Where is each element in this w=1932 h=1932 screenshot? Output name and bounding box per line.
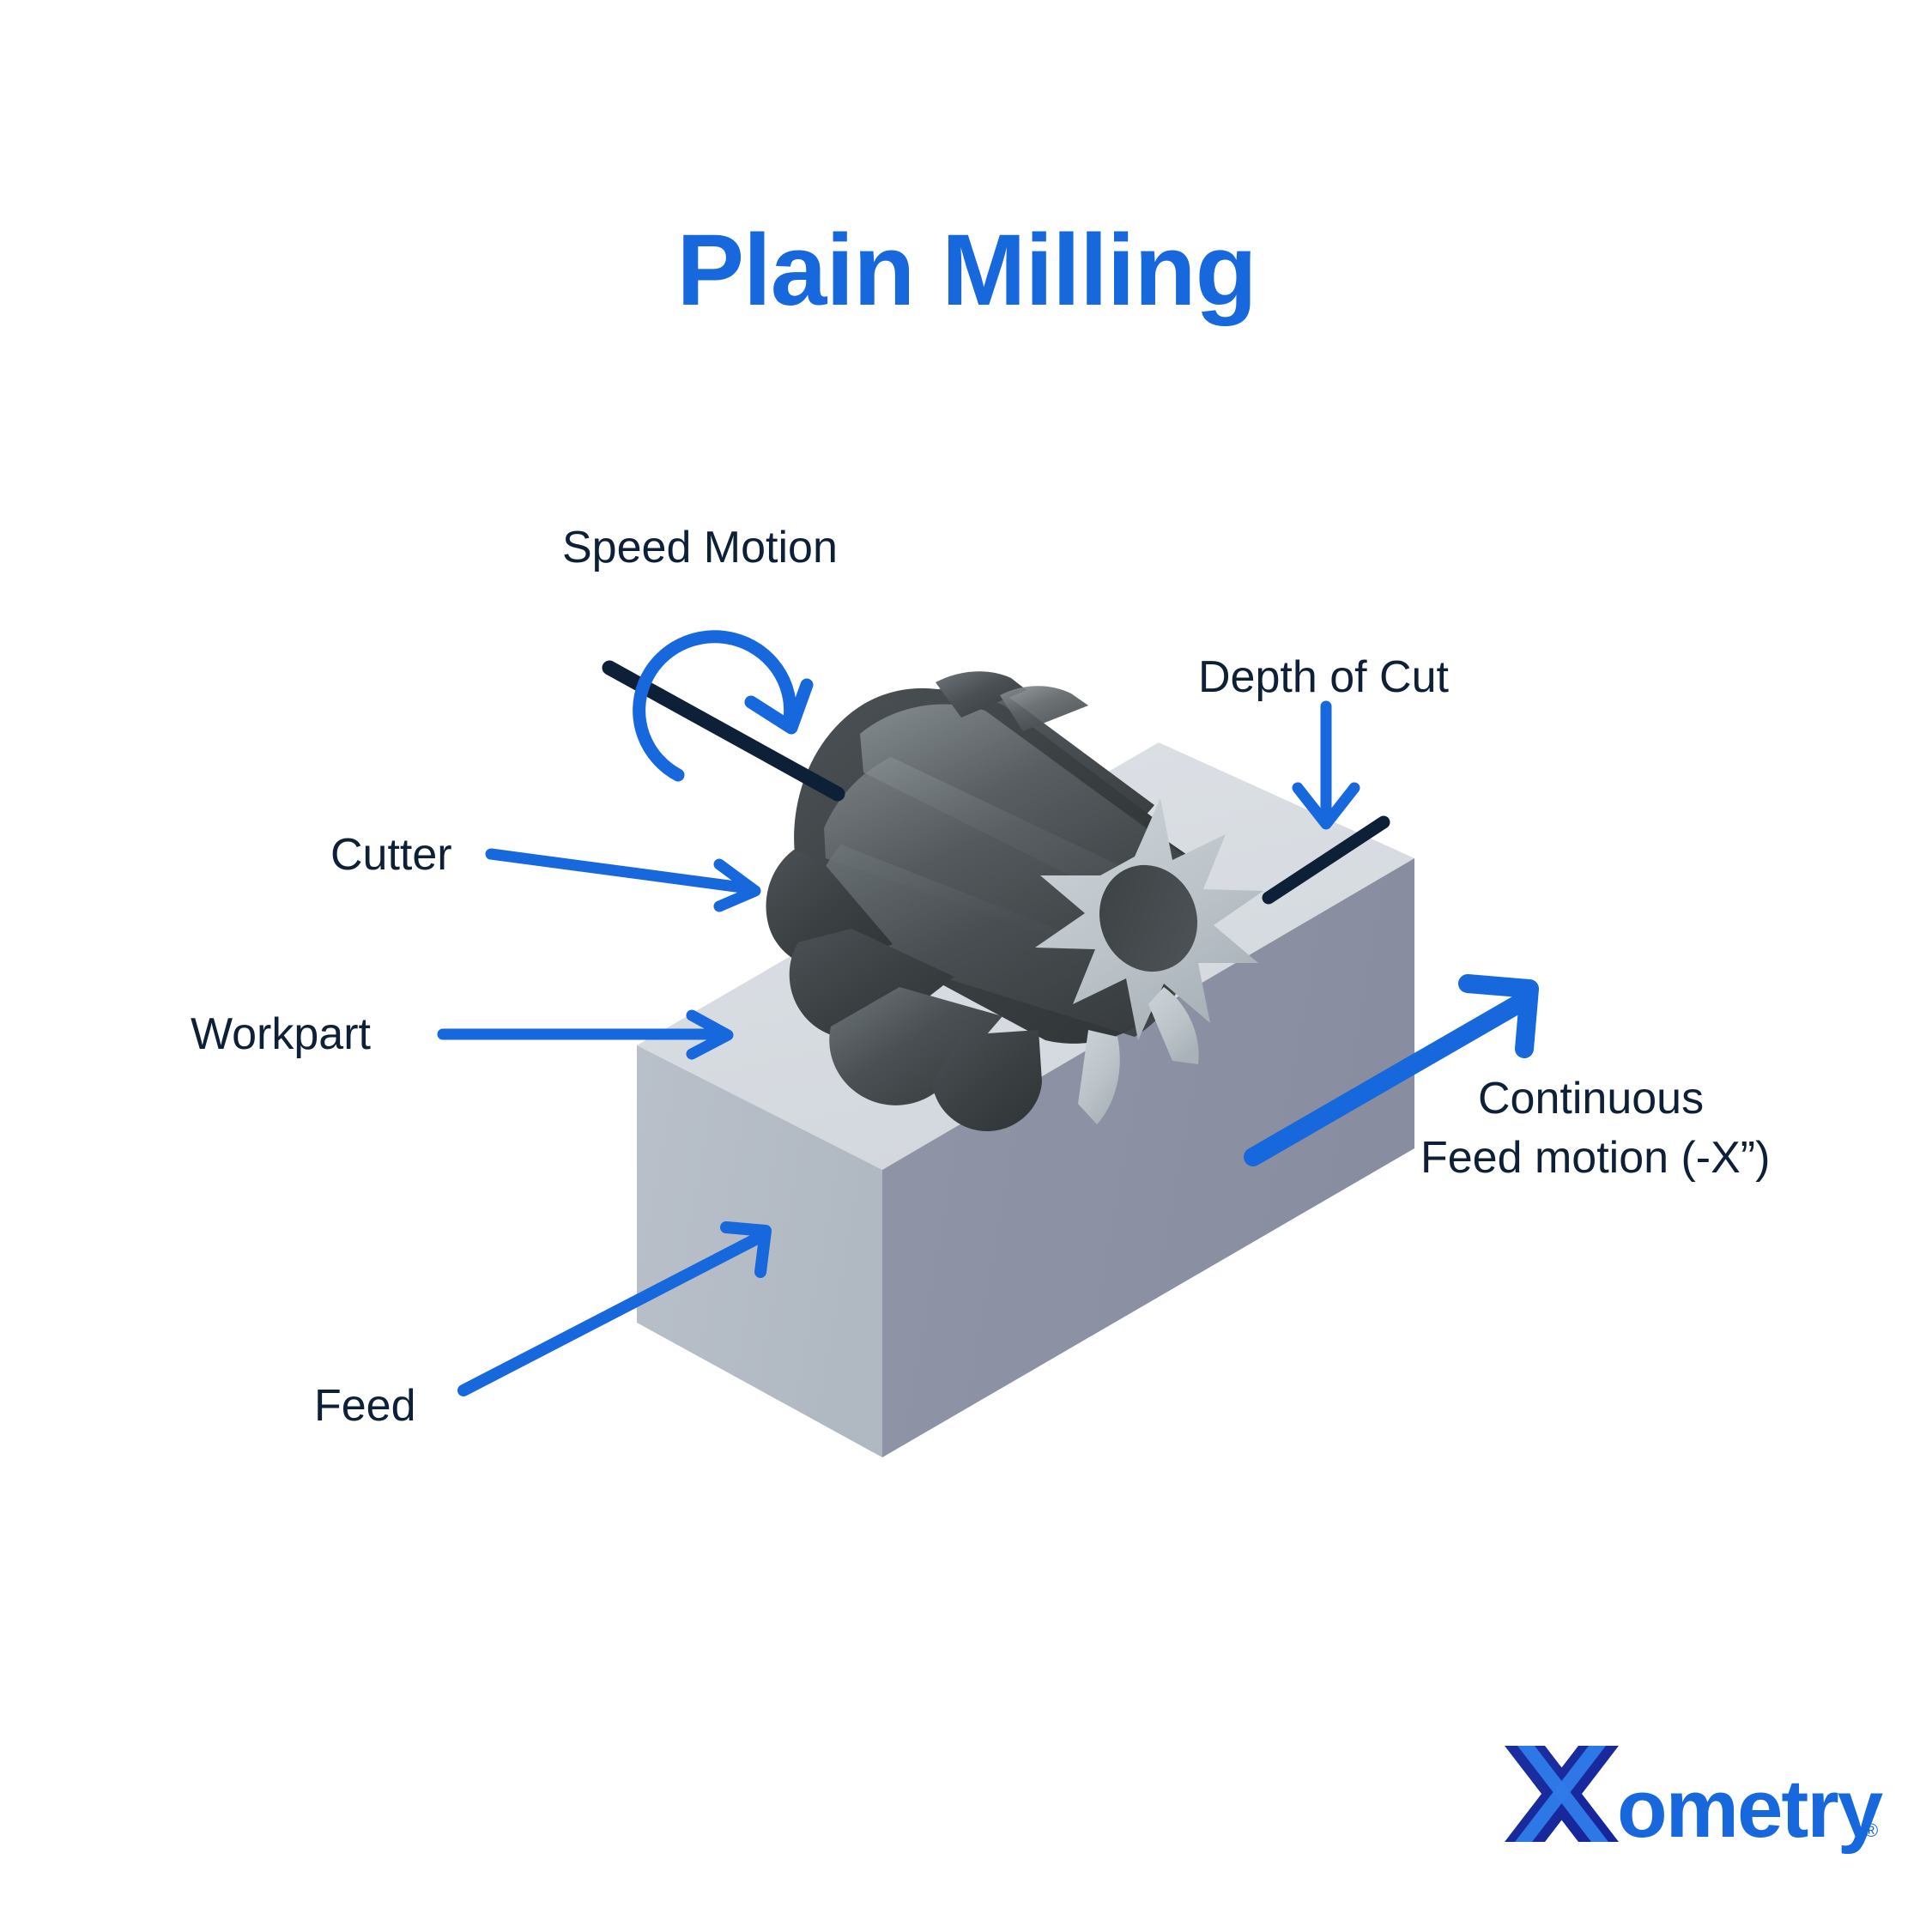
cutter-bore — [1099, 864, 1198, 972]
cutter-tooth-tip — [1000, 686, 1088, 731]
cutter-end-face — [1035, 798, 1263, 1040]
label-speed-motion: Speed Motion — [562, 523, 838, 572]
continuous-feed-arrowhead — [1458, 974, 1539, 1058]
page-title: Plain Milling — [676, 214, 1256, 327]
down-arrow-icon — [1292, 700, 1360, 830]
label-depth-of-cut: Depth of Cut — [1198, 652, 1449, 702]
cutter-tooth-tip — [936, 671, 1027, 718]
cutter-flute-highlight — [860, 704, 1193, 911]
workpart-arrowhead — [686, 1009, 734, 1060]
milling-cutter-icon — [766, 671, 1263, 1131]
cutter-flute-lobe — [789, 929, 954, 1039]
down-arrowhead — [1292, 782, 1360, 830]
xometry-registered-mark: ® — [1864, 1820, 1878, 1841]
cutter-arrowhead — [713, 858, 761, 912]
label-cutter: Cutter — [330, 830, 452, 880]
label-feed: Feed — [314, 1381, 416, 1431]
rotation-arrow-icon — [633, 630, 814, 782]
cutter-leader-arrow-icon — [485, 848, 761, 912]
label-workpart: Workpart — [191, 1009, 372, 1059]
xometry-logo[interactable]: ometry ® — [1505, 1746, 1885, 1855]
continuous-feed-arrow-icon — [1244, 974, 1539, 1166]
cutter-flute-lobe — [829, 987, 1002, 1105]
feed-arrowhead — [720, 1221, 772, 1278]
xometry-x-icon — [1505, 1746, 1619, 1842]
label-continuous-feed-line1: Continuous — [1478, 1074, 1704, 1123]
cutter-tooth-front — [1148, 987, 1199, 1064]
feed-leader-arrow-icon — [457, 1221, 772, 1396]
depth-of-cut-line — [1262, 815, 1390, 905]
label-continuous-feed-line2: Feed motion (-X”) — [1420, 1133, 1770, 1183]
cutter-tooth-front — [1078, 1030, 1120, 1124]
cutter-flute-lobe — [932, 1030, 1042, 1131]
workpart-leader-arrow-icon — [437, 1009, 734, 1060]
rotation-arrowhead — [744, 678, 814, 735]
block-right-face — [882, 858, 1414, 1457]
xometry-wordmark: ometry — [1617, 1763, 1883, 1855]
